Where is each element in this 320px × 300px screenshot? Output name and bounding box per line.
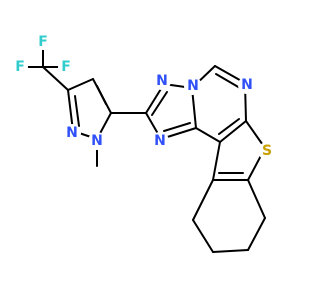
bond-th-c7-s	[245, 120, 266, 149]
atom-f-right-label: F	[61, 59, 71, 75]
bond-cy-c3-c10	[192, 179, 214, 221]
molecule-structure: F F F N N N N N	[12, 34, 276, 253]
atom-f-top: F	[35, 34, 51, 50]
bond-cy-c2-c3	[192, 219, 214, 253]
bond-cy-c-c1	[247, 217, 266, 251]
bond-pyr-n2-c3-double	[74, 95, 80, 127]
bond-pyr-c3-c4	[67, 78, 94, 91]
atom-n-triazole-4-label: N	[187, 78, 199, 94]
bond-tz-c2-n3-double	[151, 91, 168, 116]
atom-n-pyrazole-2-label: N	[66, 125, 78, 141]
atom-f-right: F	[58, 59, 74, 75]
bond-cf3-c3	[42, 66, 69, 91]
atom-n-triazole-3-label: N	[156, 73, 168, 89]
atom-n-triazole-4: N	[184, 77, 202, 95]
bond-cy-c9-c	[247, 179, 266, 219]
bond-tz-c9a-n1-double	[163, 122, 191, 132]
bonds	[24, 43, 266, 253]
atom-n-triazole-3: N	[153, 72, 171, 90]
atom-n-pyrimidine: N	[238, 76, 256, 94]
bond-pym-c8-c9a	[195, 127, 221, 143]
bond-pyr-c4-c5-double	[96, 85, 107, 105]
bond-pym-c7-c8	[219, 120, 247, 143]
atom-n-pyrimidine-label: N	[241, 77, 253, 93]
bond-th-c10-c8	[212, 141, 221, 181]
bond-cy-c1-c2	[212, 249, 249, 253]
atom-f-left-label: F	[15, 59, 25, 75]
atom-n-triazole-1-label: N	[154, 133, 166, 149]
atom-n-pyrazole-1: N	[88, 132, 106, 150]
atom-s-thiophene: S	[258, 142, 276, 160]
atom-n-pyrazole-1-label: N	[91, 133, 103, 149]
atom-s-thiophene-label: S	[262, 143, 272, 159]
atom-f-left: F	[12, 59, 28, 75]
bond-pym-c5-n6-double	[215, 73, 241, 89]
atom-f-top-label: F	[38, 34, 48, 50]
atom-n-pyrazole-2: N	[63, 124, 81, 142]
bond-pym-c7-c8-double	[218, 118, 240, 135]
atom-n-triazole-1: N	[151, 132, 169, 150]
atom-labels: F F F N N N N N	[12, 34, 276, 160]
